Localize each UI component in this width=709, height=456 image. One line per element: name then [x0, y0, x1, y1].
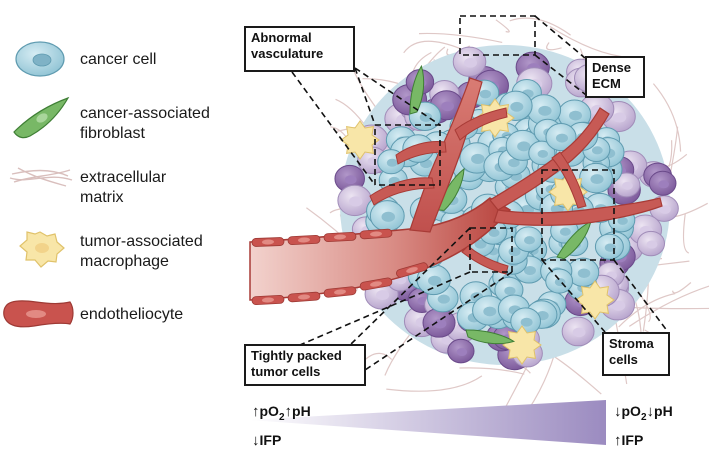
ecm-fiber	[682, 214, 690, 254]
endotheliocyte	[323, 231, 357, 243]
ecm-fiber	[549, 25, 630, 58]
down-arrow-icon: ↓	[646, 403, 655, 420]
callout-stroma-cells: Stroma cells	[602, 332, 670, 376]
legend-label-macrophage-line1: tumor-associated	[80, 233, 203, 250]
endotheliocyte	[287, 291, 321, 303]
macrophage	[340, 120, 380, 160]
macrophage	[502, 325, 542, 365]
cancer-cell	[545, 123, 577, 152]
ecm-fiber	[418, 32, 503, 43]
stroma-cell	[422, 307, 456, 338]
macrophage-icon	[19, 231, 65, 268]
fibroblast-icon	[13, 96, 70, 139]
ecm-fiber	[495, 19, 510, 33]
legend-label-endotheliocyte: endotheliocyte	[80, 306, 184, 323]
down-arrow-icon: ↓	[614, 403, 622, 420]
callout-tightly-packed-tumor-cells: Tightly packed tumor cells	[244, 344, 366, 386]
endotheliocyte	[251, 294, 285, 306]
endotheliocyte	[287, 234, 321, 246]
ecm-fiber	[403, 40, 461, 54]
endotheliocyte-icon	[3, 300, 74, 328]
cancer-cell	[579, 162, 613, 194]
ecm-fiber	[652, 83, 682, 152]
legend-label-ecm-line2: matrix	[80, 189, 124, 206]
ecm-fiber	[386, 375, 483, 392]
up-arrow-icon: ↑	[284, 403, 293, 420]
cancer-cell	[510, 307, 542, 336]
up-arrow-icon: ↑	[614, 432, 622, 449]
gradient-label-left-top: ↑pO2↑pH	[252, 403, 311, 423]
endotheliocyte	[396, 262, 428, 278]
fibroblast	[465, 329, 516, 345]
legend-label-fibroblast-line1: cancer-associated	[80, 105, 210, 122]
vessel-endotheliocytes	[251, 228, 428, 306]
cancer-cell-icon	[15, 41, 65, 77]
cancer-cell	[528, 140, 556, 166]
stroma-cell	[452, 46, 487, 77]
legend-label-cancer-cell: cancer cell	[80, 51, 157, 68]
callout-connector-lines	[291, 15, 669, 371]
stroma-cell	[561, 316, 595, 347]
callout-abnormal-vasculature: Abnormal vasculature	[244, 26, 355, 72]
cancer-cell	[566, 257, 600, 287]
legend-label-ecm-line1: extracellular	[80, 169, 167, 186]
ecm-fiber	[672, 282, 692, 294]
fibroblast	[409, 64, 425, 115]
abnormal-blood-vessel	[249, 77, 663, 301]
ecm-fiber	[628, 285, 709, 327]
cancer-cell	[594, 233, 624, 260]
up-arrow-icon: ↑	[252, 403, 260, 420]
gradient-label-right-top: ↓pO2↓pH	[614, 403, 673, 423]
macrophage	[575, 280, 615, 320]
legend-label-macrophage-line2: macrophage	[80, 253, 169, 270]
ecm-fiber-icon	[9, 167, 73, 187]
stroma-cell	[447, 338, 475, 364]
cancer-cell	[545, 268, 574, 294]
legend-label-fibroblast-line2: fibroblast	[80, 125, 145, 142]
gradient-label-left-bottom: ↓IFP	[252, 432, 282, 449]
endotheliocyte	[359, 277, 393, 291]
gradient-label-right-bottom: ↑IFP	[614, 432, 644, 449]
stroma-cell	[636, 230, 666, 257]
ecm-fiber	[509, 17, 571, 36]
ecm-fiber	[459, 367, 525, 375]
down-arrow-icon: ↓	[252, 432, 260, 449]
endotheliocyte	[359, 228, 393, 240]
cancer-cell	[514, 226, 543, 253]
endotheliocyte	[323, 286, 357, 298]
legend-icons	[3, 41, 74, 328]
gradient-wedge	[248, 400, 606, 445]
ecm-fiber	[546, 42, 562, 51]
stroma-cell	[648, 170, 677, 196]
ecm-fiber	[668, 140, 673, 167]
endotheliocyte	[251, 237, 285, 247]
cancer-cell	[369, 200, 405, 232]
callout-dense-ecm: Dense ECM	[585, 56, 645, 98]
stroma-cell	[612, 172, 641, 198]
